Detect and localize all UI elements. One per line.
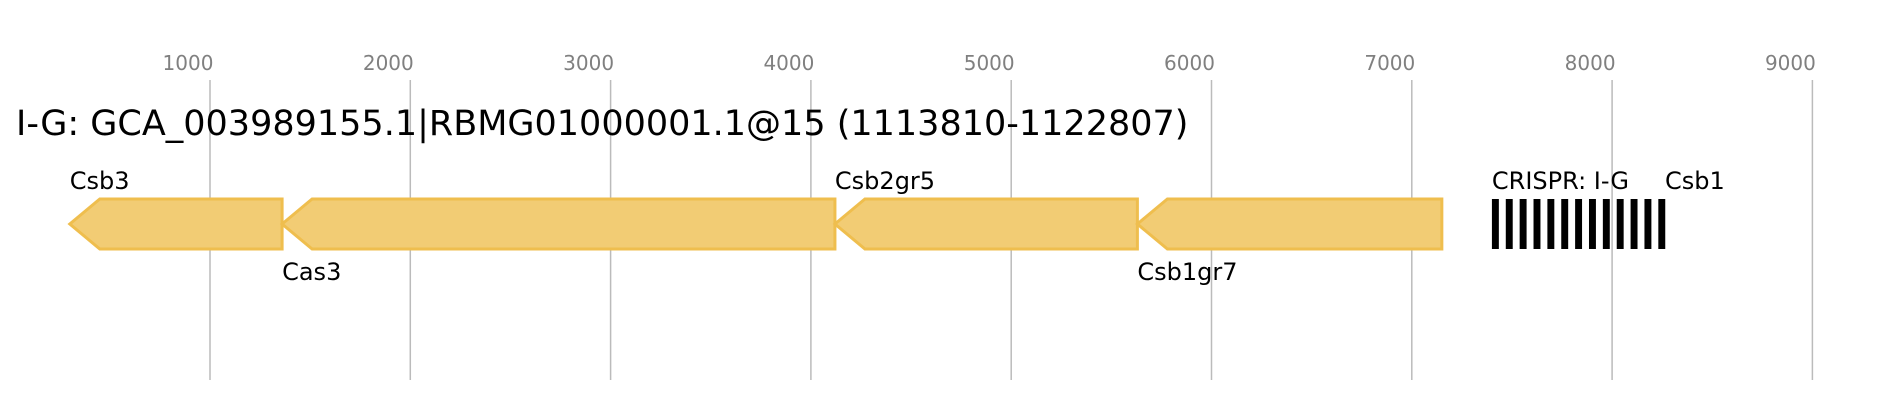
gene-label-Csb3: Csb3: [70, 167, 130, 195]
figure-title: I-G: GCA_003989155.1|RBMG01000001.1@15 (…: [16, 104, 1189, 144]
crispr-repeat-1-6: [1575, 199, 1583, 249]
overlap-label: Csb1: [1665, 167, 1725, 195]
tick-label-1000: 1000: [163, 51, 214, 75]
crispr-label-1: CRISPR: I-G: [1492, 167, 1629, 195]
crispr-repeat-1-4: [1547, 199, 1555, 249]
tick-label-8000: 8000: [1565, 51, 1616, 75]
tick-label-9000: 9000: [1765, 51, 1816, 75]
tick-label-6000: 6000: [1164, 51, 1215, 75]
crispr-repeat-1-1: [1505, 199, 1513, 249]
tick-label-5000: 5000: [964, 51, 1015, 75]
gene-arrow-Cas3: [279, 197, 837, 251]
gene-arrow-Csb1gr7: [1135, 197, 1444, 251]
crispr-repeat-1-10: [1630, 199, 1638, 249]
crispr-repeat-1-9: [1616, 199, 1624, 249]
crispr-repeat-1-3: [1533, 199, 1541, 249]
crispr-repeat-1-0: [1491, 199, 1499, 249]
tick-label-7000: 7000: [1364, 51, 1415, 75]
crispr-repeat-1-8: [1602, 199, 1610, 249]
crispr-repeat-1-11: [1644, 199, 1652, 249]
crispr-repeat-1-7: [1588, 199, 1596, 249]
tick-label-4000: 4000: [763, 51, 814, 75]
crispr-repeat-1-12: [1658, 199, 1666, 249]
gene-label-Csb2gr5: Csb2gr5: [835, 167, 935, 195]
gene-label-Csb1gr7: Csb1gr7: [1137, 258, 1237, 286]
crispr-layer: CRISPR: I-GCRISPR: I-G: [1491, 167, 1666, 249]
gene-arrow-Csb2gr5: [832, 197, 1139, 251]
label-layer: Csb1: [1665, 167, 1725, 195]
gene-label-Cas3: Cas3: [282, 258, 341, 286]
tick-label-2000: 2000: [363, 51, 414, 75]
crispr-repeat-1-2: [1519, 199, 1527, 249]
gene-arrow-Csb3: [67, 197, 284, 251]
crispr-repeat-1-5: [1561, 199, 1569, 249]
tick-label-3000: 3000: [563, 51, 614, 75]
